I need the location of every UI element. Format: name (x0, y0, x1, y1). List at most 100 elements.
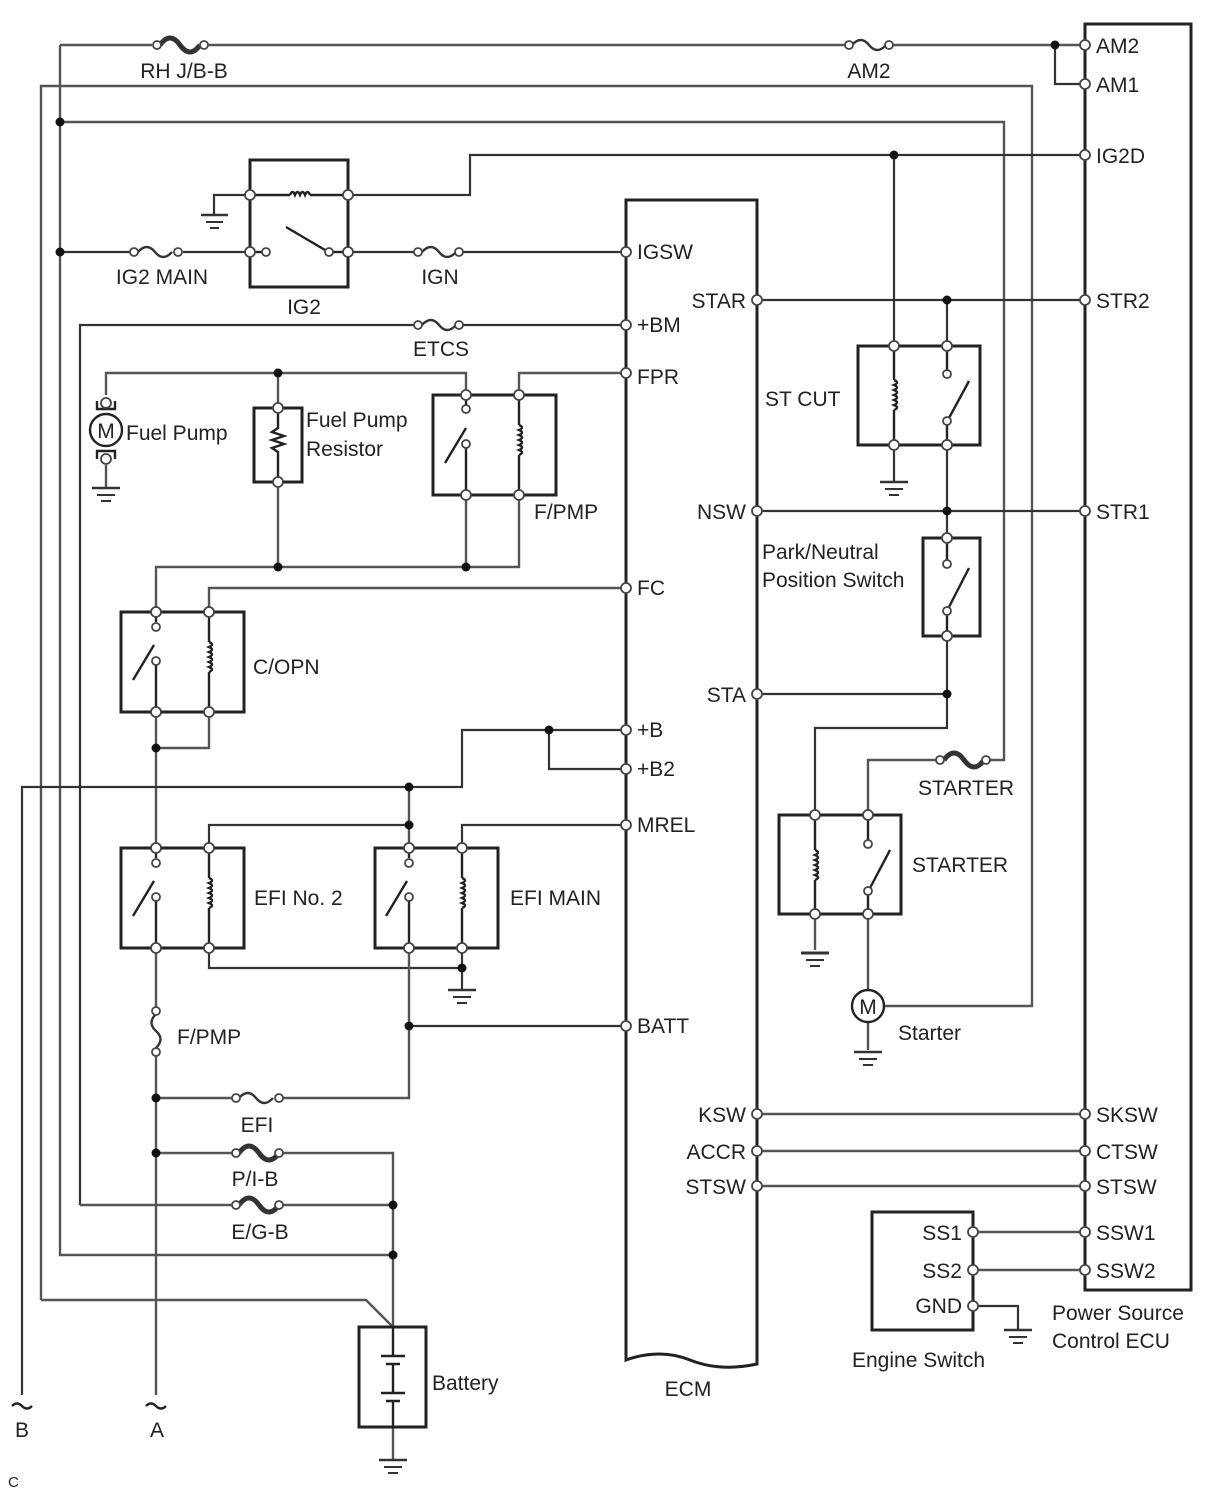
ecm-pin-mrel: MREL (637, 814, 695, 837)
fpmp-relay (431, 389, 558, 501)
fuses (129, 35, 991, 1215)
starter-motor-glyph: M (859, 996, 877, 1019)
label-ecm: ECM (665, 1378, 712, 1401)
ecm-pin-accr: ACCR (686, 1141, 746, 1164)
starter-coil-icon (811, 848, 820, 882)
off-page-connector-b: B (15, 1419, 29, 1442)
wire-pib (156, 1151, 395, 1327)
fuse-starter-icon (935, 750, 991, 770)
wire-efi-fuse (282, 948, 411, 1100)
ecm-terminals (620, 246, 763, 1192)
wire-fpr (517, 371, 626, 395)
relay-label-ig2: IG2 (287, 296, 321, 319)
relay-label-copn: C/OPN (253, 656, 320, 679)
fuse-efi-icon (231, 1091, 284, 1105)
wire-ig2d (348, 153, 1085, 197)
fuse-label-efi: EFI (241, 1114, 274, 1137)
ig2-relay (244, 158, 354, 289)
label-power-source-ecu-2: Control ECU (1052, 1330, 1170, 1353)
wire-fpmp-bottom (154, 482, 521, 612)
fuse-am2-icon (844, 38, 894, 52)
label-power-source-ecu-1: Power Source (1052, 1302, 1184, 1325)
fuse-label-ig2-main: IG2 MAIN (116, 266, 208, 289)
psecu-pin-sksw: SKSW (1096, 1104, 1158, 1127)
st-cut-coil-icon (890, 378, 899, 412)
psecu-pin-ig2d: IG2D (1096, 145, 1145, 168)
ground-icon (92, 486, 120, 502)
engine-switch-pin-gnd: GND (915, 1295, 962, 1318)
resistor-icon (268, 408, 288, 482)
ground-icon (880, 480, 908, 496)
ground-icon (448, 988, 476, 1004)
fuse-label-fpmp: F/PMP (177, 1026, 241, 1049)
psecu-pin-ssw2: SSW2 (1096, 1260, 1156, 1283)
efi-main-relay (373, 842, 500, 954)
psecu-pin-am1: AM1 (1096, 74, 1139, 97)
label-battery: Battery (432, 1372, 499, 1395)
wire-starter-fuse-right (866, 758, 937, 815)
copn-coil-icon (205, 640, 214, 674)
ground-icon (854, 1050, 882, 1066)
fuse-label-am2: AM2 (847, 60, 890, 83)
label-fuel-pump-resistor-1: Fuel Pump (306, 409, 408, 432)
wire-etcs (78, 323, 626, 1205)
psecu-pin-ssw1: SSW1 (1096, 1222, 1156, 1245)
wire-battery-direct (41, 1298, 394, 1328)
fuel-pump-motor-glyph: M (97, 420, 115, 443)
fuse-pi-b-icon (231, 1143, 284, 1163)
relay-label-st-cut: ST CUT (765, 388, 841, 411)
corner-mark: C (8, 1474, 19, 1491)
efi-no2-coil-icon (205, 876, 214, 910)
fuse-label-rh-jb-b: RH J/B-B (140, 60, 228, 83)
engine-switch-pin-ss1: SS1 (922, 1222, 962, 1245)
fuse-ign-icon (413, 245, 464, 259)
break-mark-a-icon (145, 1402, 167, 1410)
ground-icon (801, 951, 829, 967)
off-page-connector-a: A (150, 1419, 164, 1442)
psecu-pin-str1: STR1 (1096, 501, 1150, 524)
fuse-fpmp-icon (150, 1006, 162, 1057)
wire-fuelpump-top (104, 371, 468, 395)
fuse-label-pi-b: P/I-B (232, 1168, 279, 1191)
relay-label-efi-main: EFI MAIN (510, 887, 601, 910)
wire-b (20, 728, 626, 1395)
fuse-label-etcs: ETCS (413, 338, 469, 361)
ecm-pin-sta: STA (707, 684, 746, 707)
fuse-ig2-main-icon (129, 245, 183, 259)
wire-starter-motor-feed (39, 84, 1034, 1300)
label-fuel-pump: Fuel Pump (126, 422, 228, 445)
ecm-pin-stsw: STSW (685, 1176, 746, 1199)
copn-relay (119, 606, 246, 718)
wire-ig2-gnd (212, 193, 250, 215)
wire-fc (207, 586, 626, 612)
ecm-pin-fpr: FPR (637, 366, 679, 389)
relay-label-fpmp: F/PMP (534, 501, 598, 524)
ecm-outline (624, 198, 759, 1369)
label-starter-motor: Starter (898, 1022, 961, 1045)
psecu-pin-str2: STR2 (1096, 290, 1150, 313)
psecu-pin-am2: AM2 (1096, 35, 1139, 58)
ecm-pin-star: STAR (692, 290, 746, 313)
wire-am1-jumper (1053, 45, 1085, 86)
starter-motor: M (850, 988, 886, 1024)
fuse-etcs-icon (413, 318, 464, 332)
wire-x60 (58, 45, 393, 1257)
relay-label-starter: STARTER (912, 854, 1008, 877)
ground-icon (201, 213, 228, 229)
ecm-pin-b2: +B2 (637, 758, 675, 781)
ground-symbols (92, 213, 1032, 1474)
break-mark-b-icon (11, 1402, 33, 1410)
psecu-pin-ctsw: CTSW (1096, 1141, 1158, 1164)
ground-icon (1004, 1328, 1032, 1344)
labels: RH J/B-B AM2 IG2 MAIN IGN ETCS STARTER F… (8, 35, 1184, 1491)
label-engine-switch: Engine Switch (852, 1349, 985, 1372)
fpmp-coil-icon (515, 423, 524, 457)
wire-sta-starter-coil (813, 636, 949, 815)
wire-b2 (547, 730, 626, 771)
ground-icon (379, 1458, 407, 1474)
ig2-coil-icon (288, 190, 312, 199)
ecm-pin-fc: FC (637, 577, 665, 600)
ecm-pin-igsw: IGSW (637, 241, 693, 264)
ecm-pin-b: +B (637, 719, 663, 742)
